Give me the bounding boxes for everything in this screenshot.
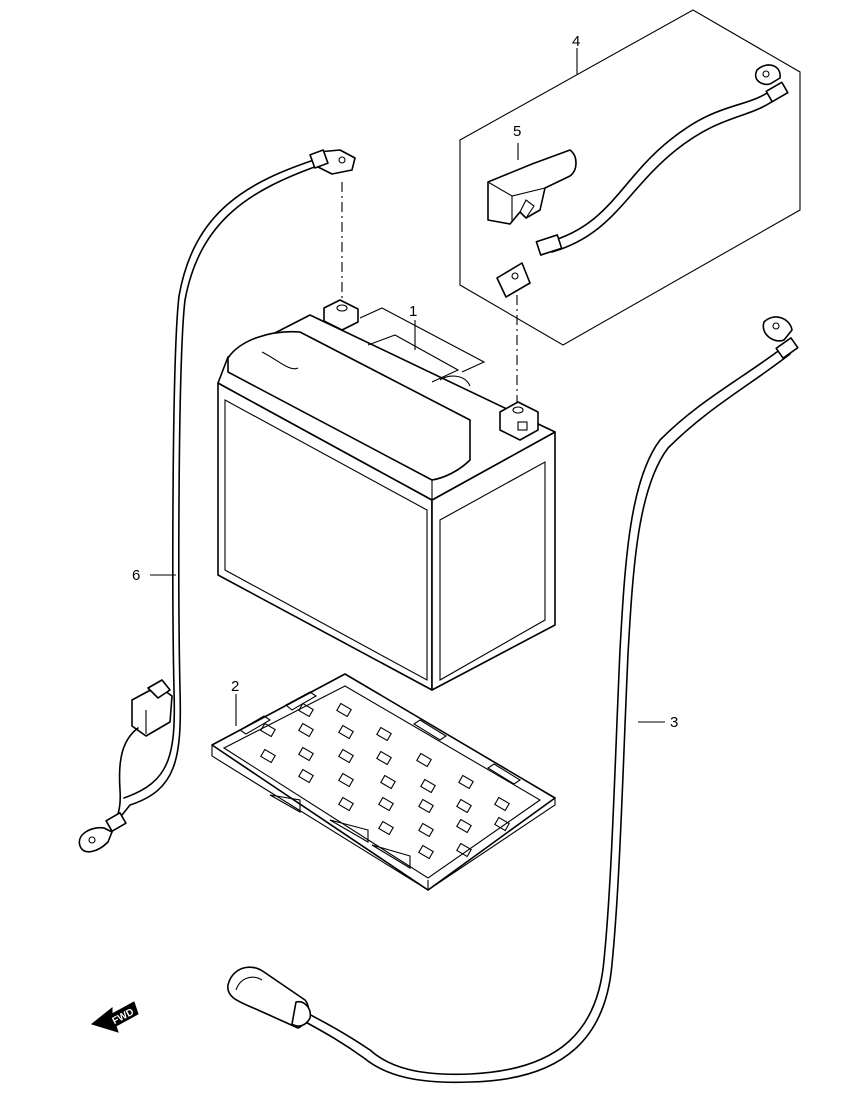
positive-ring-terminal — [496, 262, 531, 298]
callout-3: 3 — [670, 714, 678, 731]
sub-harness: 6 — [78, 149, 356, 853]
battery-negative-terminal — [323, 299, 359, 331]
forward-label: FWD — [111, 1007, 136, 1027]
battery: 1 — [217, 299, 556, 691]
callout-2: 2 — [231, 678, 239, 695]
positive-cable — [496, 64, 789, 298]
callout-6: 6 — [132, 567, 140, 584]
harness-ring-terminal — [78, 812, 127, 853]
negative-top-terminal — [762, 316, 799, 359]
terminal-cover — [487, 149, 577, 225]
positive-top-terminal — [754, 64, 781, 86]
callout-4: 4 — [572, 33, 580, 50]
battery-tray: 2 — [211, 673, 556, 891]
harness-connector — [131, 679, 173, 737]
callout-5: 5 — [513, 123, 521, 140]
battery-top-cover — [227, 330, 471, 481]
negative-boot-terminal — [227, 966, 312, 1029]
positive-cable-kit-group: 4 5 — [459, 9, 801, 346]
negative-cable: 3 — [227, 316, 799, 1084]
kit-outline-box — [459, 9, 801, 346]
forward-arrow-icon: FWD — [90, 1001, 139, 1033]
battery-positive-terminal — [499, 401, 539, 441]
callout-1: 1 — [409, 303, 417, 320]
tray-outline — [211, 673, 556, 891]
tray-slot-grid — [260, 702, 510, 860]
